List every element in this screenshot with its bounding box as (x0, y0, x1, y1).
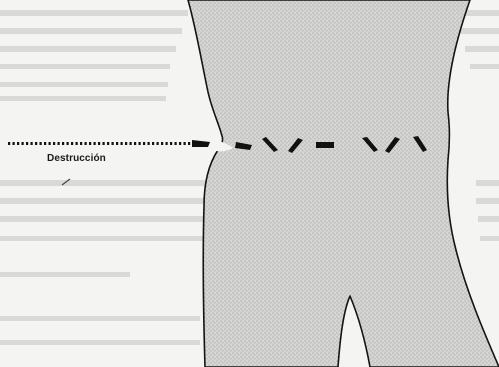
destruction-label: Destrucción (47, 154, 106, 164)
dash-icon (316, 142, 334, 148)
arrow-tip-icon (192, 140, 210, 147)
tissue-body-shape (188, 0, 499, 367)
